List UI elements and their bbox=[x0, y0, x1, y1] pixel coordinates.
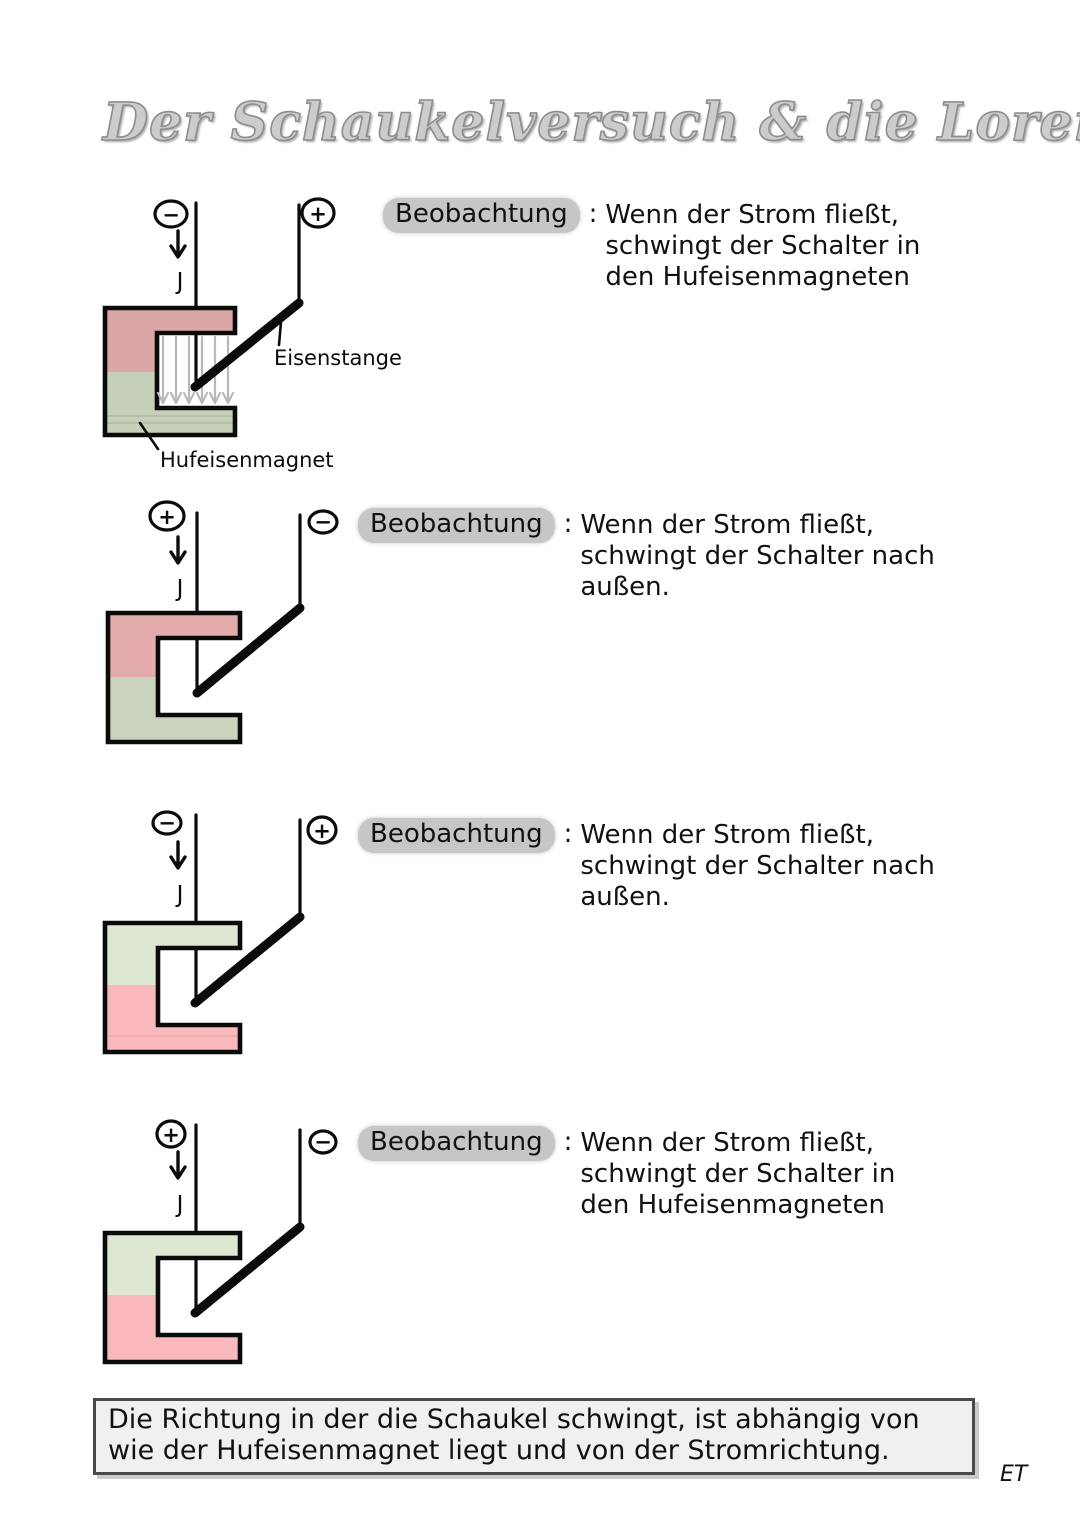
observation-block-4: Beobachtung : Wenn der Strom fließt, sch… bbox=[358, 1126, 895, 1221]
experiment-diagram-1: − J + Eisenstange Hufeisenmagnet bbox=[102, 197, 402, 472]
current-label: J bbox=[175, 269, 184, 295]
positive-terminal-icon bbox=[306, 815, 338, 845]
observation-colon: : bbox=[563, 819, 573, 849]
observation-colon: : bbox=[563, 509, 573, 539]
terminal-sign: − bbox=[162, 203, 180, 227]
observation-line: außen. bbox=[580, 882, 670, 912]
magnet-bottom-pole bbox=[105, 372, 235, 435]
current-direction-arrow-icon bbox=[169, 229, 187, 259]
magnet-bottom-pole bbox=[108, 677, 240, 742]
terminal-sign: − bbox=[158, 811, 176, 835]
positive-terminal-icon bbox=[155, 1119, 187, 1149]
observation-line: den Hufeisenmagneten bbox=[580, 1190, 885, 1220]
observation-line: außen. bbox=[580, 572, 670, 602]
negative-terminal-icon bbox=[153, 199, 189, 229]
iron-rod bbox=[192, 603, 305, 698]
horseshoe-magnet-outline bbox=[105, 610, 243, 745]
observation-text: Wenn der Strom fließt, schwingt der Scha… bbox=[580, 818, 934, 913]
current-direction-arrow-icon bbox=[169, 840, 187, 870]
magnet-top-pole bbox=[105, 1233, 240, 1295]
observation-line: Wenn der Strom fließt, bbox=[605, 200, 899, 230]
negative-terminal-icon bbox=[307, 509, 339, 535]
magnet-bottom-pole bbox=[105, 985, 240, 1052]
current-label: J bbox=[175, 1192, 184, 1218]
rod-label: Eisenstange bbox=[274, 346, 402, 370]
observation-line: schwingt der Schalter nach bbox=[580, 851, 935, 881]
negative-terminal-icon bbox=[308, 1129, 338, 1155]
positive-terminal-icon bbox=[148, 500, 186, 532]
observation-line: Wenn der Strom fließt, bbox=[580, 510, 874, 540]
iron-rod bbox=[190, 298, 304, 392]
observation-text: Wenn der Strom fließt, schwingt der Scha… bbox=[580, 1126, 895, 1221]
terminal-sign: + bbox=[313, 819, 331, 843]
terminal-sign: + bbox=[158, 505, 176, 529]
magnetic-field-arrows bbox=[156, 335, 235, 405]
observation-heading: Beobachtung bbox=[358, 508, 555, 543]
iron-rod bbox=[190, 1222, 305, 1318]
horseshoe-magnet-outline bbox=[102, 920, 243, 1055]
observation-line: schwingt der Schalter in bbox=[605, 231, 921, 261]
magnet-top-pole bbox=[105, 308, 235, 372]
observation-line: Wenn der Strom fließt, bbox=[580, 1128, 874, 1158]
current-direction-arrow-icon bbox=[169, 1150, 187, 1180]
observation-colon: : bbox=[588, 199, 598, 229]
observation-heading: Beobachtung bbox=[358, 818, 555, 853]
observation-heading: Beobachtung bbox=[383, 198, 580, 233]
observation-block-2: Beobachtung : Wenn der Strom fließt, sch… bbox=[358, 508, 935, 603]
observation-colon: : bbox=[563, 1127, 573, 1157]
observation-line: den Hufeisenmagneten bbox=[605, 262, 910, 292]
observation-line: Wenn der Strom fließt, bbox=[580, 820, 874, 850]
observation-block-1: Beobachtung : Wenn der Strom fließt, sch… bbox=[383, 198, 920, 293]
conclusion-box: Die Richtung in der die Schaukel schwing… bbox=[93, 1398, 975, 1475]
observation-heading: Beobachtung bbox=[358, 1126, 555, 1161]
current-label: J bbox=[175, 576, 184, 602]
experiment-diagram-4: + J − bbox=[102, 1119, 338, 1365]
observation-line: schwingt der Schalter in bbox=[580, 1159, 896, 1189]
author-initials: ET bbox=[1000, 1462, 1028, 1487]
current-label: J bbox=[175, 882, 184, 908]
observation-line: schwingt der Schalter nach bbox=[580, 541, 935, 571]
magnet-label: Hufeisenmagnet bbox=[160, 448, 334, 472]
terminal-sign: + bbox=[309, 202, 327, 226]
rod-label-leader-line bbox=[277, 320, 283, 347]
observation-block-3: Beobachtung : Wenn der Strom fließt, sch… bbox=[358, 818, 935, 913]
conclusion-line: Die Richtung in der die Schaukel schwing… bbox=[108, 1404, 920, 1435]
iron-rod bbox=[190, 912, 305, 1008]
magnet-label-leader-line bbox=[138, 421, 160, 451]
magnet-top-pole bbox=[108, 613, 240, 677]
current-direction-arrow-icon bbox=[169, 535, 187, 565]
page-title: Der Schaukelversuch & die Lorentz-kraft bbox=[102, 91, 1080, 154]
observation-text: Wenn der Strom fließt, schwingt der Scha… bbox=[580, 508, 934, 603]
experiment-diagram-2: + J − bbox=[105, 500, 339, 745]
terminal-sign: + bbox=[162, 1123, 180, 1147]
positive-terminal-icon bbox=[300, 197, 336, 229]
magnet-bottom-pole bbox=[105, 1295, 240, 1362]
observation-text: Wenn der Strom fließt, schwingt der Scha… bbox=[605, 198, 920, 293]
terminal-sign: − bbox=[314, 510, 332, 534]
magnet-top-pole bbox=[105, 923, 240, 985]
experiment-diagram-3: − J + bbox=[102, 810, 338, 1055]
conclusion-line: wie der Hufeisenmagnet liegt und von der… bbox=[108, 1435, 890, 1466]
negative-terminal-icon bbox=[151, 810, 183, 836]
horseshoe-magnet-outline bbox=[102, 1230, 243, 1365]
terminal-sign: − bbox=[314, 1130, 332, 1154]
